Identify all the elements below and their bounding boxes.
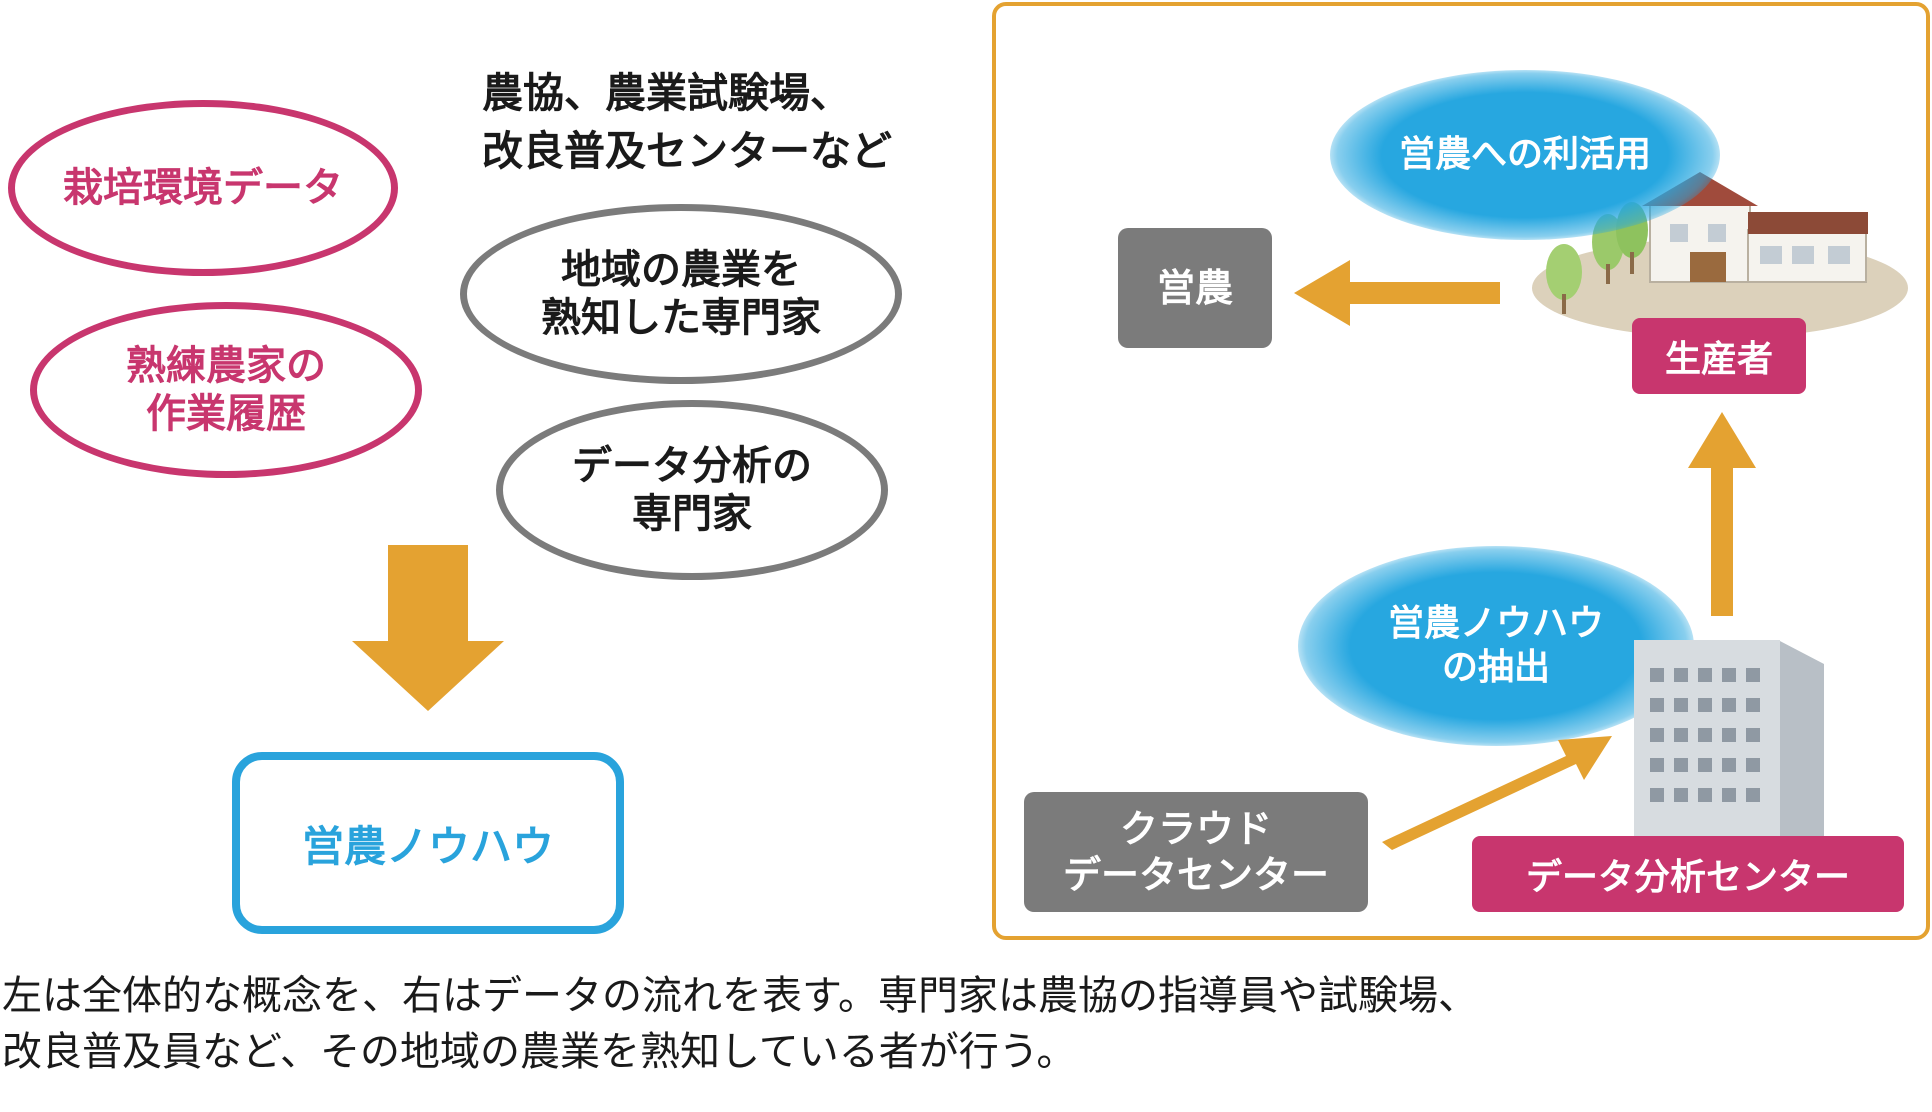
local-agriculture-expert-ellipse: 地域の農業を 熟知した専門家 xyxy=(460,204,902,384)
data-analysis-expert-ellipse: データ分析の 専門家 xyxy=(496,400,888,580)
local-expert-label-line1: 地域の農業を xyxy=(561,247,801,293)
producer-label: 生産者 xyxy=(1664,339,1773,380)
cloud-datacenter-line1: クラウド xyxy=(1119,807,1272,851)
data-analysis-center-label: データ分析センター xyxy=(1525,857,1850,898)
caption-line1: 左は全体的な概念を、右はデータの流れを表す。専門家は農協の指導員や試験場、 xyxy=(2,973,1478,1019)
eino-box: 営農 xyxy=(1118,228,1272,348)
skilled-farmer-label-line1: 熟練農家の xyxy=(126,343,326,389)
caption: 左は全体的な概念を、右はデータの流れを表す。専門家は農協の指導員や試験場、 改良… xyxy=(2,968,1478,1080)
analysis-expert-label-line2: 専門家 xyxy=(632,491,752,537)
left-arrow-icon xyxy=(1294,260,1500,326)
eino-label: 営農 xyxy=(1156,266,1233,310)
cloud-datacenter-box: クラウド データセンター xyxy=(1024,792,1368,912)
down-arrow-icon xyxy=(352,545,504,711)
organizations-heading-line1: 農協、農業試験場、 xyxy=(482,69,851,117)
local-expert-label-line2: 熟知した専門家 xyxy=(541,295,821,341)
cloud-datacenter-line2: データセンター xyxy=(1062,853,1329,897)
extraction-label-line2: の抽出 xyxy=(1441,647,1550,688)
office-building-illustration xyxy=(1634,640,1824,846)
producer-box: 生産者 xyxy=(1632,318,1806,394)
skilled-farmer-history-ellipse: 熟練農家の 作業履歴 xyxy=(30,302,422,478)
analysis-expert-label-line1: データ分析の xyxy=(572,443,812,489)
cultivation-data-ellipse: 栽培環境データ xyxy=(8,100,398,276)
caption-line2: 改良普及員など、その地域の農業を熟知している者が行う。 xyxy=(2,1029,1077,1075)
farming-knowhow-label: 営農ノウハウ xyxy=(301,821,554,871)
extraction-label-line1: 営農ノウハウ xyxy=(1387,603,1604,644)
data-analysis-center-box: データ分析センター xyxy=(1472,836,1904,912)
utilization-label: 営農への利活用 xyxy=(1398,134,1651,175)
organizations-heading: 農協、農業試験場、 改良普及センターなど xyxy=(482,64,892,180)
data-flow-panel xyxy=(992,2,1930,940)
diagonal-arrow-icon xyxy=(1382,736,1612,850)
farming-knowhow-box: 営農ノウハウ xyxy=(232,752,624,934)
up-arrow-icon xyxy=(1688,412,1756,616)
knowhow-extraction-cloud: 営農ノウハウ の抽出 xyxy=(1298,546,1694,746)
utilization-cloud: 営農への利活用 xyxy=(1330,70,1720,240)
cultivation-data-label: 栽培環境データ xyxy=(63,165,343,211)
skilled-farmer-label-line2: 作業履歴 xyxy=(146,391,306,437)
farmhouse-illustration xyxy=(1532,172,1908,338)
organizations-heading-line2: 改良普及センターなど xyxy=(482,127,892,175)
